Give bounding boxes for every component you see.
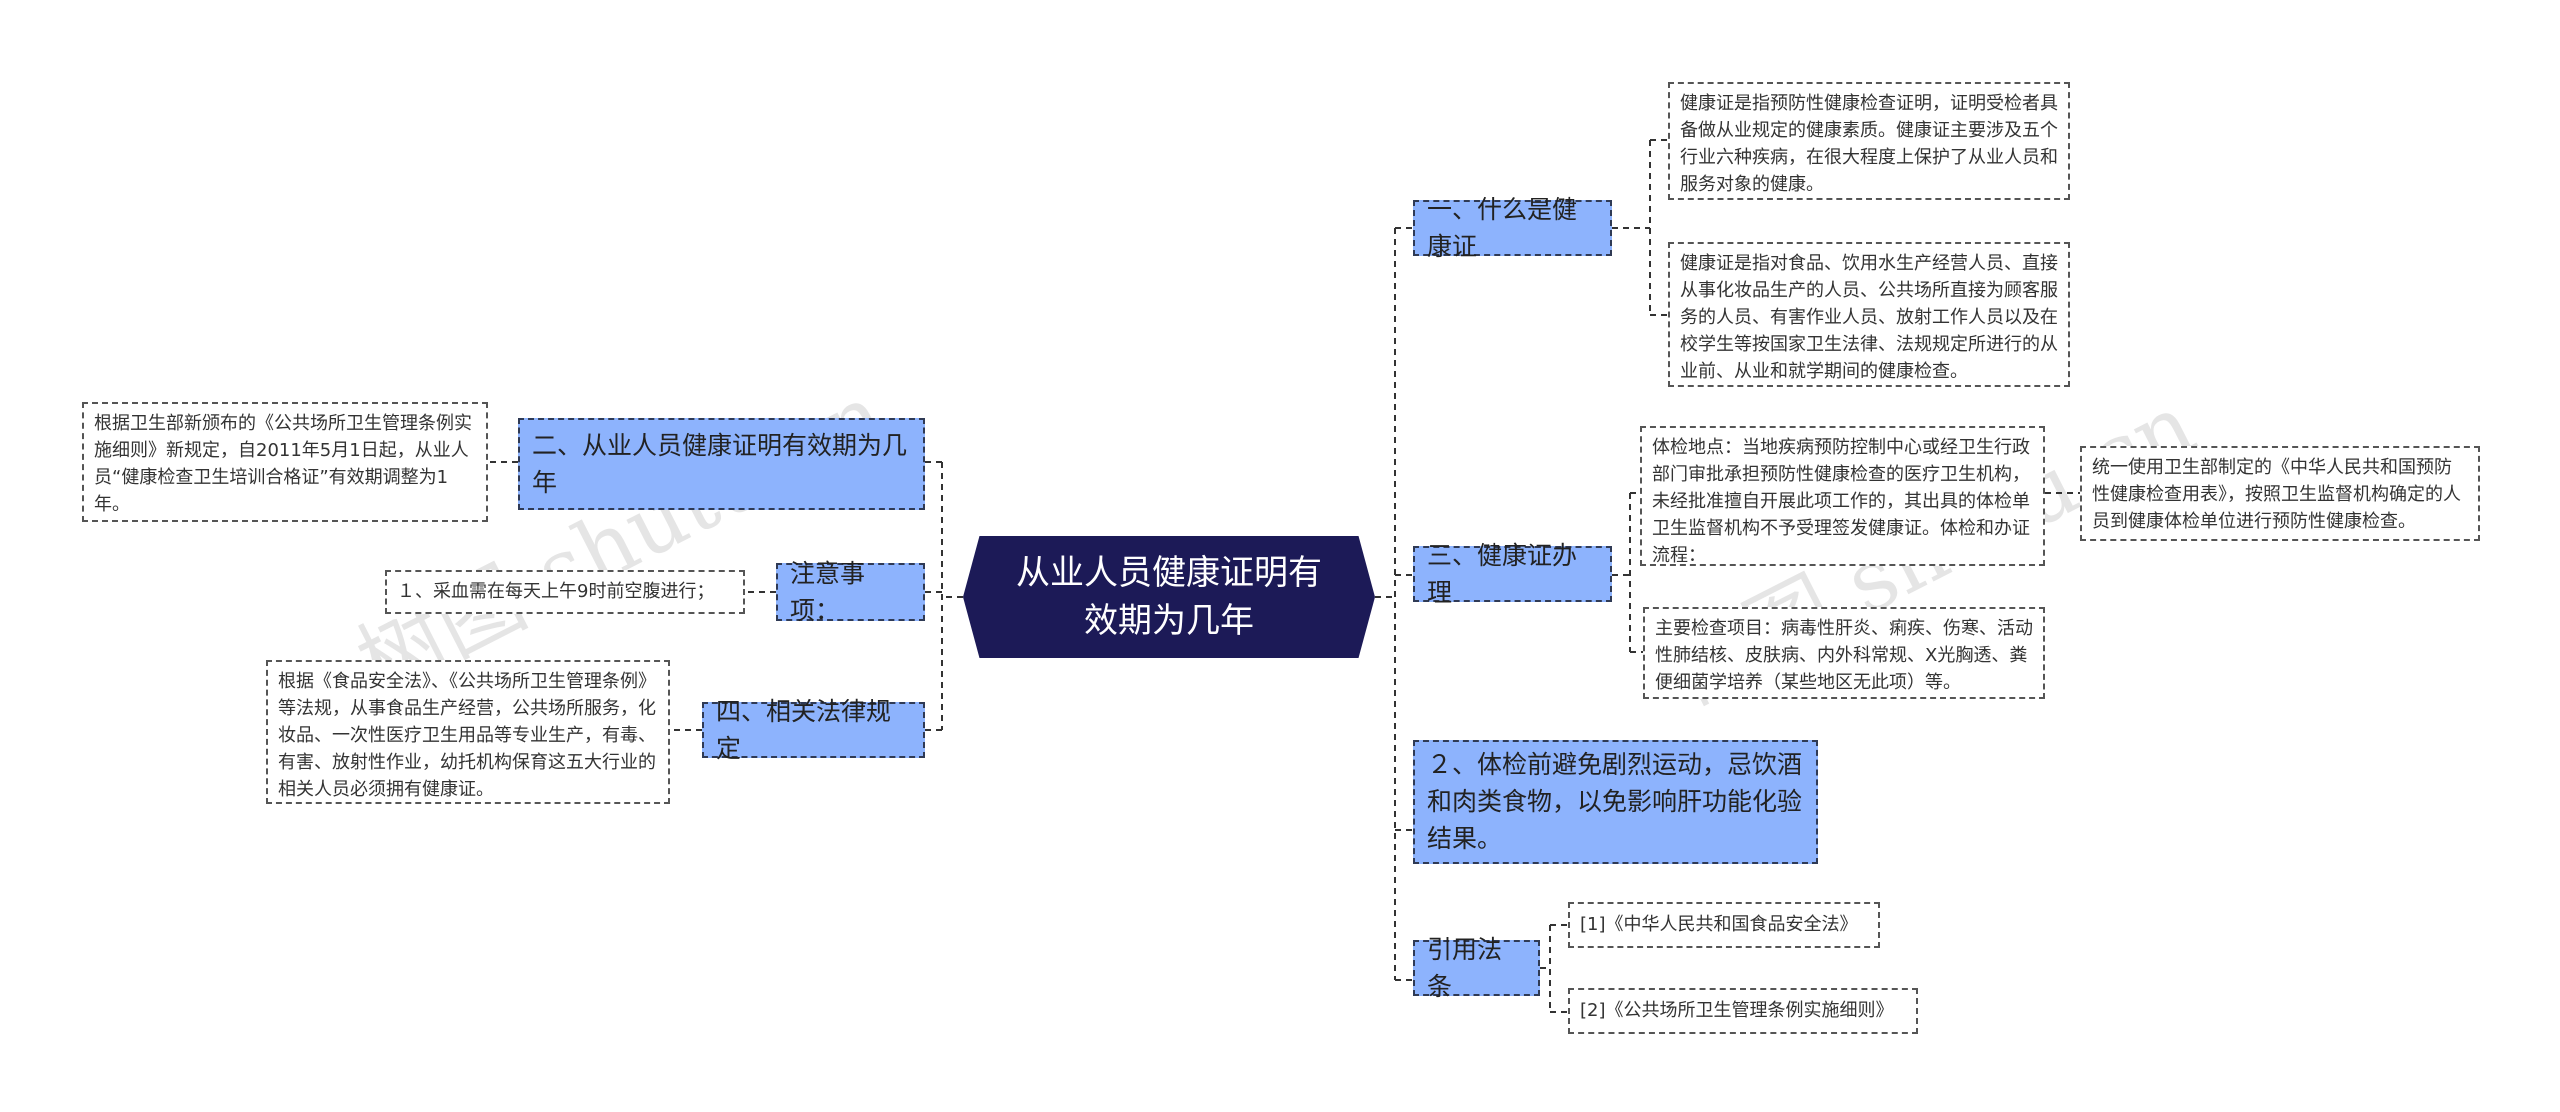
leaf-exam-items[interactable]: 主要检查项目：病毒性肝炎、痢疾、伤寒、活动性肺结核、皮肤病、内外科常规、X光胸透… <box>1643 607 2045 699</box>
central-topic[interactable]: 从业人员健康证明有效期为几年 <box>963 536 1375 658</box>
leaf-legal-basis[interactable]: 根据《食品安全法》、《公共场所卫生管理条例》等法规，从事食品生产经营，公共场所服… <box>266 660 670 804</box>
branch-related-laws[interactable]: 四、相关法律规定 <box>702 697 925 763</box>
leaf-law-public-places[interactable]: [2]《公共场所卫生管理条例实施细则》 <box>1568 988 1918 1034</box>
leaf-validity-rule[interactable]: 根据卫生部新颁布的《公共场所卫生管理条例实施细则》新规定，自2011年5月1日起… <box>82 402 488 522</box>
leaf-definition-1[interactable]: 健康证是指预防性健康检查证明，证明受检者具备做从业规定的健康素质。健康证主要涉及… <box>1668 82 2070 200</box>
branch-pre-exam-advice[interactable]: ２、体检前避免剧烈运动，忌饮酒和肉类食物，以免影响肝功能化验结果。 <box>1413 740 1818 864</box>
branch-cited-laws[interactable]: 引用法条 <box>1413 935 1540 1001</box>
leaf-exam-location[interactable]: 体检地点：当地疾病预防控制中心或经卫生行政部门审批承担预防性健康检查的医疗卫生机… <box>1640 426 2045 566</box>
branch-validity-period[interactable]: 二、从业人员健康证明有效期为几年 <box>518 418 925 510</box>
branch-certificate-procedure[interactable]: 三、健康证办理 <box>1413 541 1612 607</box>
leaf-exam-form[interactable]: 统一使用卫生部制定的《中华人民共和国预防性健康检查用表》，按照卫生监督机构确定的… <box>2080 446 2480 541</box>
leaf-law-food-safety[interactable]: [1]《中华人民共和国食品安全法》 <box>1568 902 1880 948</box>
branch-notes[interactable]: 注意事项： <box>776 559 925 625</box>
branch-what-is-health-certificate[interactable]: 一、什么是健康证 <box>1413 195 1612 261</box>
leaf-definition-2[interactable]: 健康证是指对食品、饮用水生产经营人员、直接从事化妆品生产的人员、公共场所直接为顾… <box>1668 242 2070 387</box>
leaf-blood-test-note[interactable]: １、采血需在每天上午9时前空腹进行； <box>385 570 745 614</box>
